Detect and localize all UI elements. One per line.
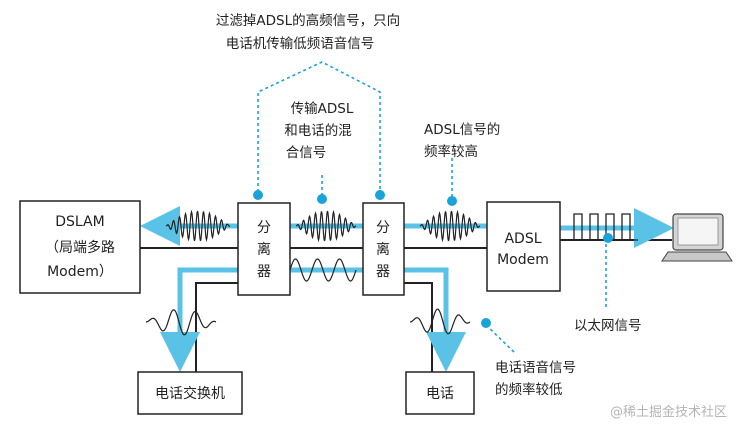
adsl-freq-note-2: 频率较高 bbox=[424, 143, 478, 160]
svg-text:器: 器 bbox=[376, 264, 390, 280]
adsl-modem-box: ADSL Modem bbox=[486, 201, 561, 292]
top-note-line-1: 过滤掉ADSL的高频信号，只向 bbox=[216, 12, 400, 29]
callout-dots bbox=[253, 190, 613, 328]
svg-text:分: 分 bbox=[257, 220, 271, 236]
high-freq-waves bbox=[165, 209, 481, 243]
callout-lines bbox=[257, 61, 607, 353]
voice-note-2: 的频率较低 bbox=[495, 381, 563, 398]
svg-text:电话: 电话 bbox=[426, 386, 454, 402]
splitter-1: 分 离 器 bbox=[237, 202, 291, 296]
adsl-freq-note-1: ADSL信号的 bbox=[424, 122, 500, 138]
watermark: @稀土掘金技术社区 bbox=[610, 404, 727, 420]
svg-text:Modem: Modem bbox=[497, 252, 549, 268]
svg-text:离: 离 bbox=[376, 241, 390, 258]
mixed-note-2: 和电话的混 bbox=[284, 123, 352, 139]
exchange-box: 电话交换机 bbox=[137, 371, 243, 415]
low-freq-waves bbox=[146, 258, 471, 336]
dslam-label: DSLAM bbox=[55, 214, 104, 230]
ethernet-note: 以太网信号 bbox=[574, 318, 642, 334]
svg-text:ADSL: ADSL bbox=[504, 231, 541, 247]
splitter-2: 分 离 器 bbox=[362, 202, 405, 296]
top-note-line-2: 电话机传输低频语音信号 bbox=[226, 35, 375, 52]
svg-text:离: 离 bbox=[257, 241, 271, 258]
svg-text:器: 器 bbox=[257, 264, 271, 280]
dslam-sublabel: （局端多路 bbox=[45, 239, 115, 256]
signal-paths bbox=[140, 206, 674, 372]
svg-text:分: 分 bbox=[376, 220, 390, 236]
voice-note-1: 电话语音信号 bbox=[495, 359, 576, 376]
dslam-sublabel-2: Modem） bbox=[47, 264, 113, 280]
mixed-note-3: 合信号 bbox=[286, 145, 327, 161]
phone-box: 电话 bbox=[405, 371, 475, 415]
svg-text:电话交换机: 电话交换机 bbox=[155, 385, 225, 402]
computer-icon bbox=[661, 213, 733, 262]
ethernet-square-wave bbox=[566, 213, 638, 241]
mixed-note-1: 传输ADSL bbox=[291, 101, 354, 117]
wiring bbox=[140, 239, 672, 372]
dslam-box: DSLAM （局端多路 Modem） bbox=[19, 200, 141, 294]
